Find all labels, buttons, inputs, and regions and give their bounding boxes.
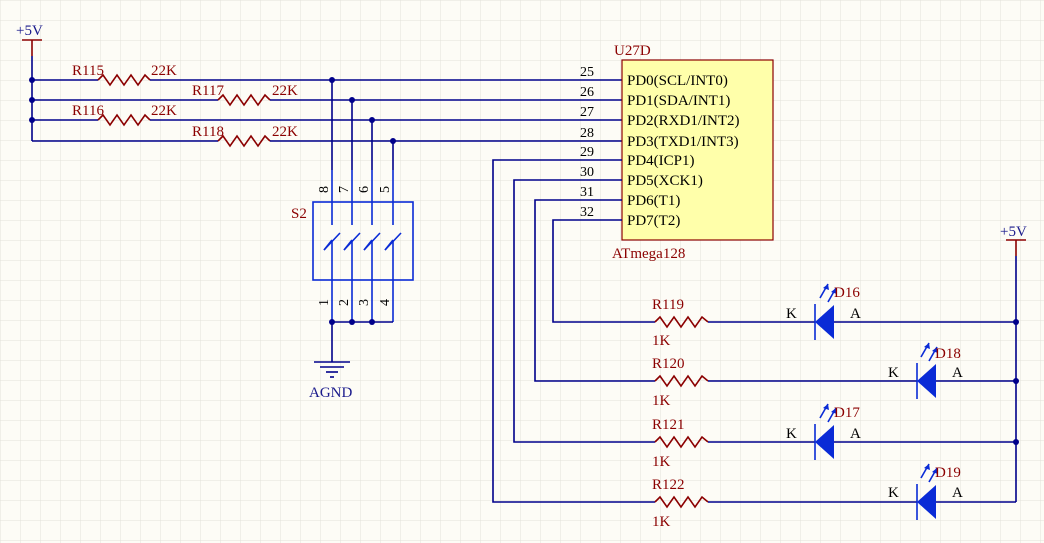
led-signal-routing (492, 159, 655, 503)
r119-value: 1K (652, 333, 671, 349)
led-d16: D16 K A (708, 283, 1016, 340)
mcu-pin-name-pd4: PD4(ICP1) (627, 153, 695, 169)
led-d18: D18 K A (708, 342, 1016, 399)
r118-value: 22K (272, 124, 298, 140)
pullup-network: R115 22K R117 22K R116 22K R118 22K (29, 63, 622, 148)
resistor-r118 (217, 134, 271, 148)
s2-pin-5: 5 (378, 186, 393, 193)
mcu-part: ATmega128 (612, 246, 685, 262)
s2-pin-7: 7 (337, 186, 352, 193)
d18-ref: D18 (935, 346, 961, 362)
mcu-pin-name-pd5: PD5(XCK1) (627, 173, 703, 189)
s2-pin-1: 1 (317, 299, 332, 306)
r121-value: 1K (652, 454, 671, 470)
resistor-r117 (217, 93, 271, 107)
ground-symbol: AGND (309, 322, 352, 401)
s2-ref: S2 (291, 206, 307, 222)
r115-value: 22K (151, 63, 177, 79)
dip-switch-s2: 8 7 6 5 1 2 3 4 S2 (291, 77, 414, 325)
mcu-u27d: U27D ATmega128 25 26 27 28 29 30 31 32 P… (580, 43, 774, 262)
resistor-r121 (654, 435, 709, 449)
mcu-pin-name-pd1: PD1(SDA/INT1) (627, 93, 730, 109)
r117-value: 22K (272, 83, 298, 99)
r117-ref: R117 (192, 83, 224, 99)
d16-k: K (786, 306, 797, 322)
d16-a: A (850, 306, 861, 322)
mcu-pin-num-32: 32 (580, 205, 594, 220)
led-d17: D17 K A (708, 403, 1016, 460)
mcu-pin-num-29: 29 (580, 145, 594, 160)
mcu-pin-num-27: 27 (580, 105, 594, 120)
power-label-right: +5V (1000, 224, 1027, 240)
s2-pin-8: 8 (317, 186, 332, 193)
d16-ref: D16 (834, 285, 860, 301)
s2-pin-3: 3 (357, 299, 372, 306)
resistor-r119 (654, 315, 709, 329)
switch-body (312, 201, 414, 281)
mcu-body (621, 59, 774, 241)
mcu-pin-num-26: 26 (580, 85, 594, 100)
d17-k: K (786, 426, 797, 442)
s2-pin-6: 6 (357, 186, 372, 193)
d18-a: A (952, 365, 963, 381)
power-port-right: +5V (1000, 224, 1027, 256)
power-label-left: +5V (16, 23, 43, 39)
d19-ref: D19 (935, 465, 961, 481)
resistor-r115 (97, 73, 151, 87)
led-d19: D19 K A (708, 463, 1016, 520)
mcu-pin-name-pd0: PD0(SCL/INT0) (627, 73, 728, 89)
led-resistors: R119 1K R120 1K R121 1K R122 1K (652, 297, 709, 530)
mcu-pin-name-pd6: PD6(T1) (627, 193, 680, 209)
d19-k: K (888, 485, 899, 501)
mcu-pin-num-28: 28 (580, 126, 594, 141)
s2-pin-4: 4 (378, 299, 393, 306)
mcu-pin-num-30: 30 (580, 165, 594, 180)
mcu-pin-num-31: 31 (580, 185, 594, 200)
d18-k: K (888, 365, 899, 381)
resistor-r116 (97, 113, 151, 127)
r122-ref: R122 (652, 477, 685, 493)
mcu-pin-name-pd3: PD3(TXD1/INT3) (627, 134, 739, 150)
s2-pin-2: 2 (337, 299, 352, 306)
resistor-r122 (654, 495, 709, 509)
mcu-pin-name-pd7: PD7(T2) (627, 213, 680, 229)
r120-value: 1K (652, 393, 671, 409)
r118-ref: R118 (192, 124, 224, 140)
mcu-pin-num-25: 25 (580, 65, 594, 80)
r116-value: 22K (151, 103, 177, 119)
r120-ref: R120 (652, 356, 685, 372)
ground-label: AGND (309, 385, 352, 401)
r115-ref: R115 (72, 63, 104, 79)
resistor-r120 (654, 374, 709, 388)
r121-ref: R121 (652, 417, 685, 433)
r119-ref: R119 (652, 297, 684, 313)
r116-ref: R116 (72, 103, 104, 119)
power-port-left: +5V (16, 23, 43, 56)
mcu-pin-name-pd2: PD2(RXD1/INT2) (627, 113, 740, 129)
d17-a: A (850, 426, 861, 442)
mcu-ref: U27D (614, 43, 651, 59)
d19-a: A (952, 485, 963, 501)
d17-ref: D17 (834, 405, 860, 421)
r122-value: 1K (652, 514, 671, 530)
